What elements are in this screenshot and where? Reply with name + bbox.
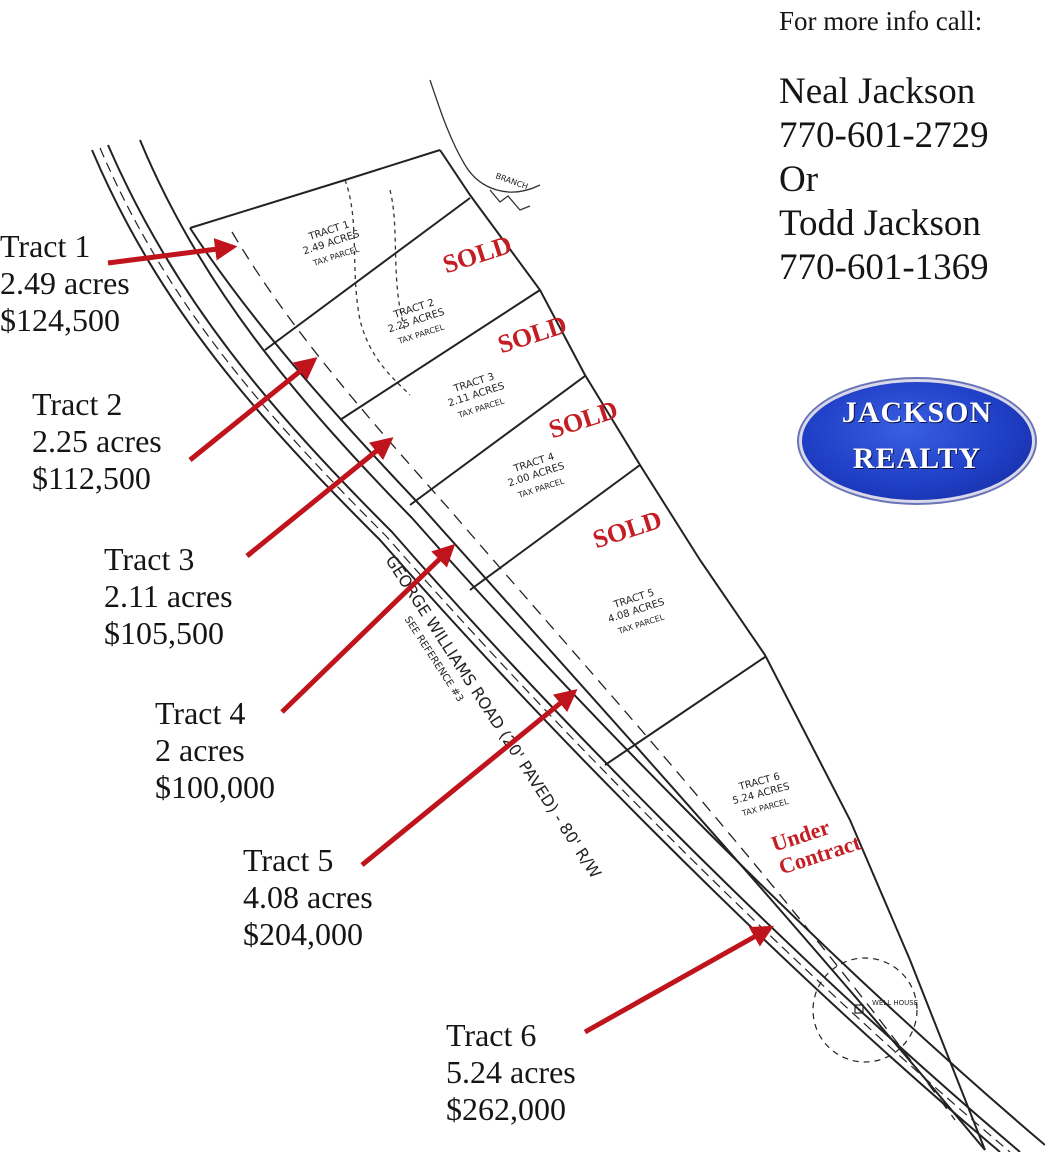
tract-line-4-5 <box>469 464 641 591</box>
logo-word-jackson: JACKSON <box>841 396 993 429</box>
road-right-of-way <box>139 139 1045 1146</box>
tract-1-acres: 2.49 acres <box>0 265 130 301</box>
tract-3-label[interactable]: Tract 3 2.11 acres $105,500 <box>104 541 233 652</box>
tract-4-label[interactable]: Tract 4 2 acres $100,000 <box>155 695 275 806</box>
plat-branch-label: BRANCH <box>494 171 529 191</box>
road-edge-inner <box>107 144 1021 1152</box>
tract-3-price: $105,500 <box>104 615 224 651</box>
arrow-tract6 <box>583 925 774 1035</box>
contact-phone-2[interactable]: 770-601-1369 <box>779 247 989 288</box>
arrow-tract3 <box>245 437 394 558</box>
stream-buffer-2 <box>389 189 406 331</box>
tract-line-3-4 <box>409 375 586 506</box>
pointer-arrows <box>107 238 774 1035</box>
stream-buffer <box>344 179 411 396</box>
stream-path <box>429 79 541 193</box>
tract-1-name: Tract 1 <box>0 228 91 264</box>
tract-6-label[interactable]: Tract 6 5.24 acres $262,000 <box>446 1017 576 1128</box>
well-house-square <box>854 1004 864 1014</box>
contact-name-2: Todd Jackson <box>779 203 981 244</box>
tract-5-label[interactable]: Tract 5 4.08 acres $204,000 <box>243 842 373 953</box>
jackson-realty-logo: JACKSON REALTY <box>802 382 1032 500</box>
boundary-west <box>189 227 986 1151</box>
arrow-tract5 <box>360 689 578 867</box>
road-centerline <box>99 147 1011 1152</box>
tract-5-price: $204,000 <box>243 916 363 952</box>
tract-2-acres: 2.25 acres <box>32 423 162 459</box>
tract-6-price: $262,000 <box>446 1091 566 1127</box>
setback-line <box>231 231 956 1121</box>
tract-6-name: Tract 6 <box>446 1017 537 1053</box>
tract-1-label[interactable]: Tract 1 2.49 acres $124,500 <box>0 228 130 339</box>
tract-4-acres: 2 acres <box>155 732 245 768</box>
well-buffer-circle <box>812 957 918 1063</box>
tract-3-name: Tract 3 <box>104 541 195 577</box>
contact-name-1: Neal Jackson <box>779 71 976 112</box>
boundary-east <box>439 149 986 1151</box>
well-house <box>812 957 918 1063</box>
tract-lines <box>264 197 766 766</box>
stream-branch <box>344 79 541 396</box>
property-boundary <box>189 149 986 1151</box>
tract-4-price: $100,000 <box>155 769 275 805</box>
tract-1-price: $124,500 <box>0 302 120 338</box>
tract-line-5-6 <box>604 656 766 766</box>
contact-phone-1[interactable]: 770-601-2729 <box>779 115 989 156</box>
tract-4-name: Tract 4 <box>155 695 246 731</box>
arrow-tract4 <box>280 543 456 714</box>
logo-word-realty: REALTY <box>852 442 982 475</box>
tract-2-name: Tract 2 <box>32 386 123 422</box>
arrow-tract1 <box>107 238 238 266</box>
tract-2-price: $112,500 <box>32 460 151 496</box>
plat-well-house-label: WELL HOUSE <box>872 999 918 1007</box>
tract-line-1-2 <box>264 197 471 351</box>
stream-hatch <box>489 189 531 211</box>
boundary-north <box>189 149 441 229</box>
road-name: GEORGE WILLIAMS ROAD (20' PAVED) - 80' R… <box>382 552 606 882</box>
contact-heading: For more info call: <box>779 6 983 36</box>
tract-2-label[interactable]: Tract 2 2.25 acres $112,500 <box>32 386 162 497</box>
tract-6-acres: 5.24 acres <box>446 1054 576 1090</box>
plat-annotations: TRACT 1 2.49 ACRES TAX PARCEL TRACT 2 2.… <box>302 171 918 1007</box>
contact-or: Or <box>779 159 819 200</box>
tract-line-2-3 <box>339 289 541 421</box>
arrow-tract2 <box>188 357 318 462</box>
tract-5-acres: 4.08 acres <box>243 879 373 915</box>
tract-5-name: Tract 5 <box>243 842 334 878</box>
tract-3-acres: 2.11 acres <box>104 578 233 614</box>
